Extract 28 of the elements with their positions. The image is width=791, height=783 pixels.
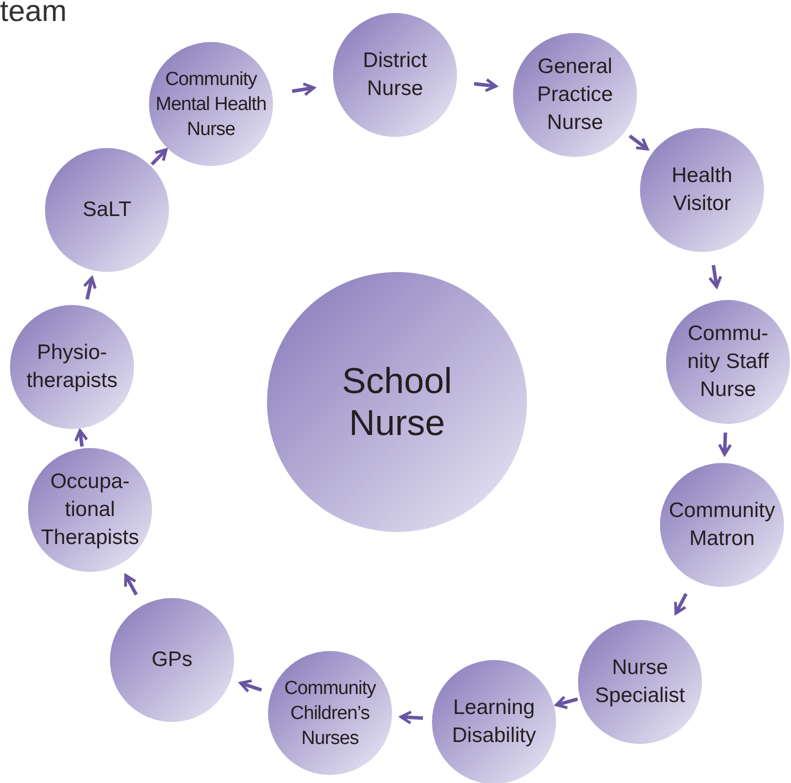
circle-label: School Nurse: [340, 360, 454, 444]
circle-label: General Practice Nurse: [536, 54, 614, 136]
arrow: [628, 134, 649, 150]
arrow: [474, 78, 498, 92]
arrow: [718, 432, 732, 456]
circle-label: Learning Disability: [450, 695, 538, 749]
arrow: [555, 696, 578, 710]
arrow: [708, 264, 722, 288]
arrow: [82, 276, 97, 300]
arrow: [674, 592, 688, 615]
circle-label: GPs: [150, 647, 194, 673]
circle-label: SaLT: [82, 197, 132, 223]
circle-label: Occupa- tional Therapists: [40, 469, 140, 551]
arrow: [239, 679, 262, 693]
arrow: [400, 710, 424, 724]
arrow: [74, 429, 88, 447]
arrow: [292, 82, 316, 96]
circle-label: Community Matron: [668, 498, 776, 552]
circle-label: Community Children’s Nurses: [283, 676, 378, 750]
circle-label: Physio- therapists: [25, 340, 119, 394]
circle-label: Community Mental Health Nurse: [154, 68, 268, 142]
heading-text: team: [0, 0, 67, 30]
arrow: [150, 148, 168, 166]
circle-label: Health Visitor: [670, 163, 734, 217]
circle-label: Nurse Specialist: [594, 655, 686, 709]
circle-label: District Nurse: [362, 48, 428, 102]
circle-label: Commu- nity Staff Nurse: [686, 321, 770, 403]
arrow: [124, 574, 138, 596]
